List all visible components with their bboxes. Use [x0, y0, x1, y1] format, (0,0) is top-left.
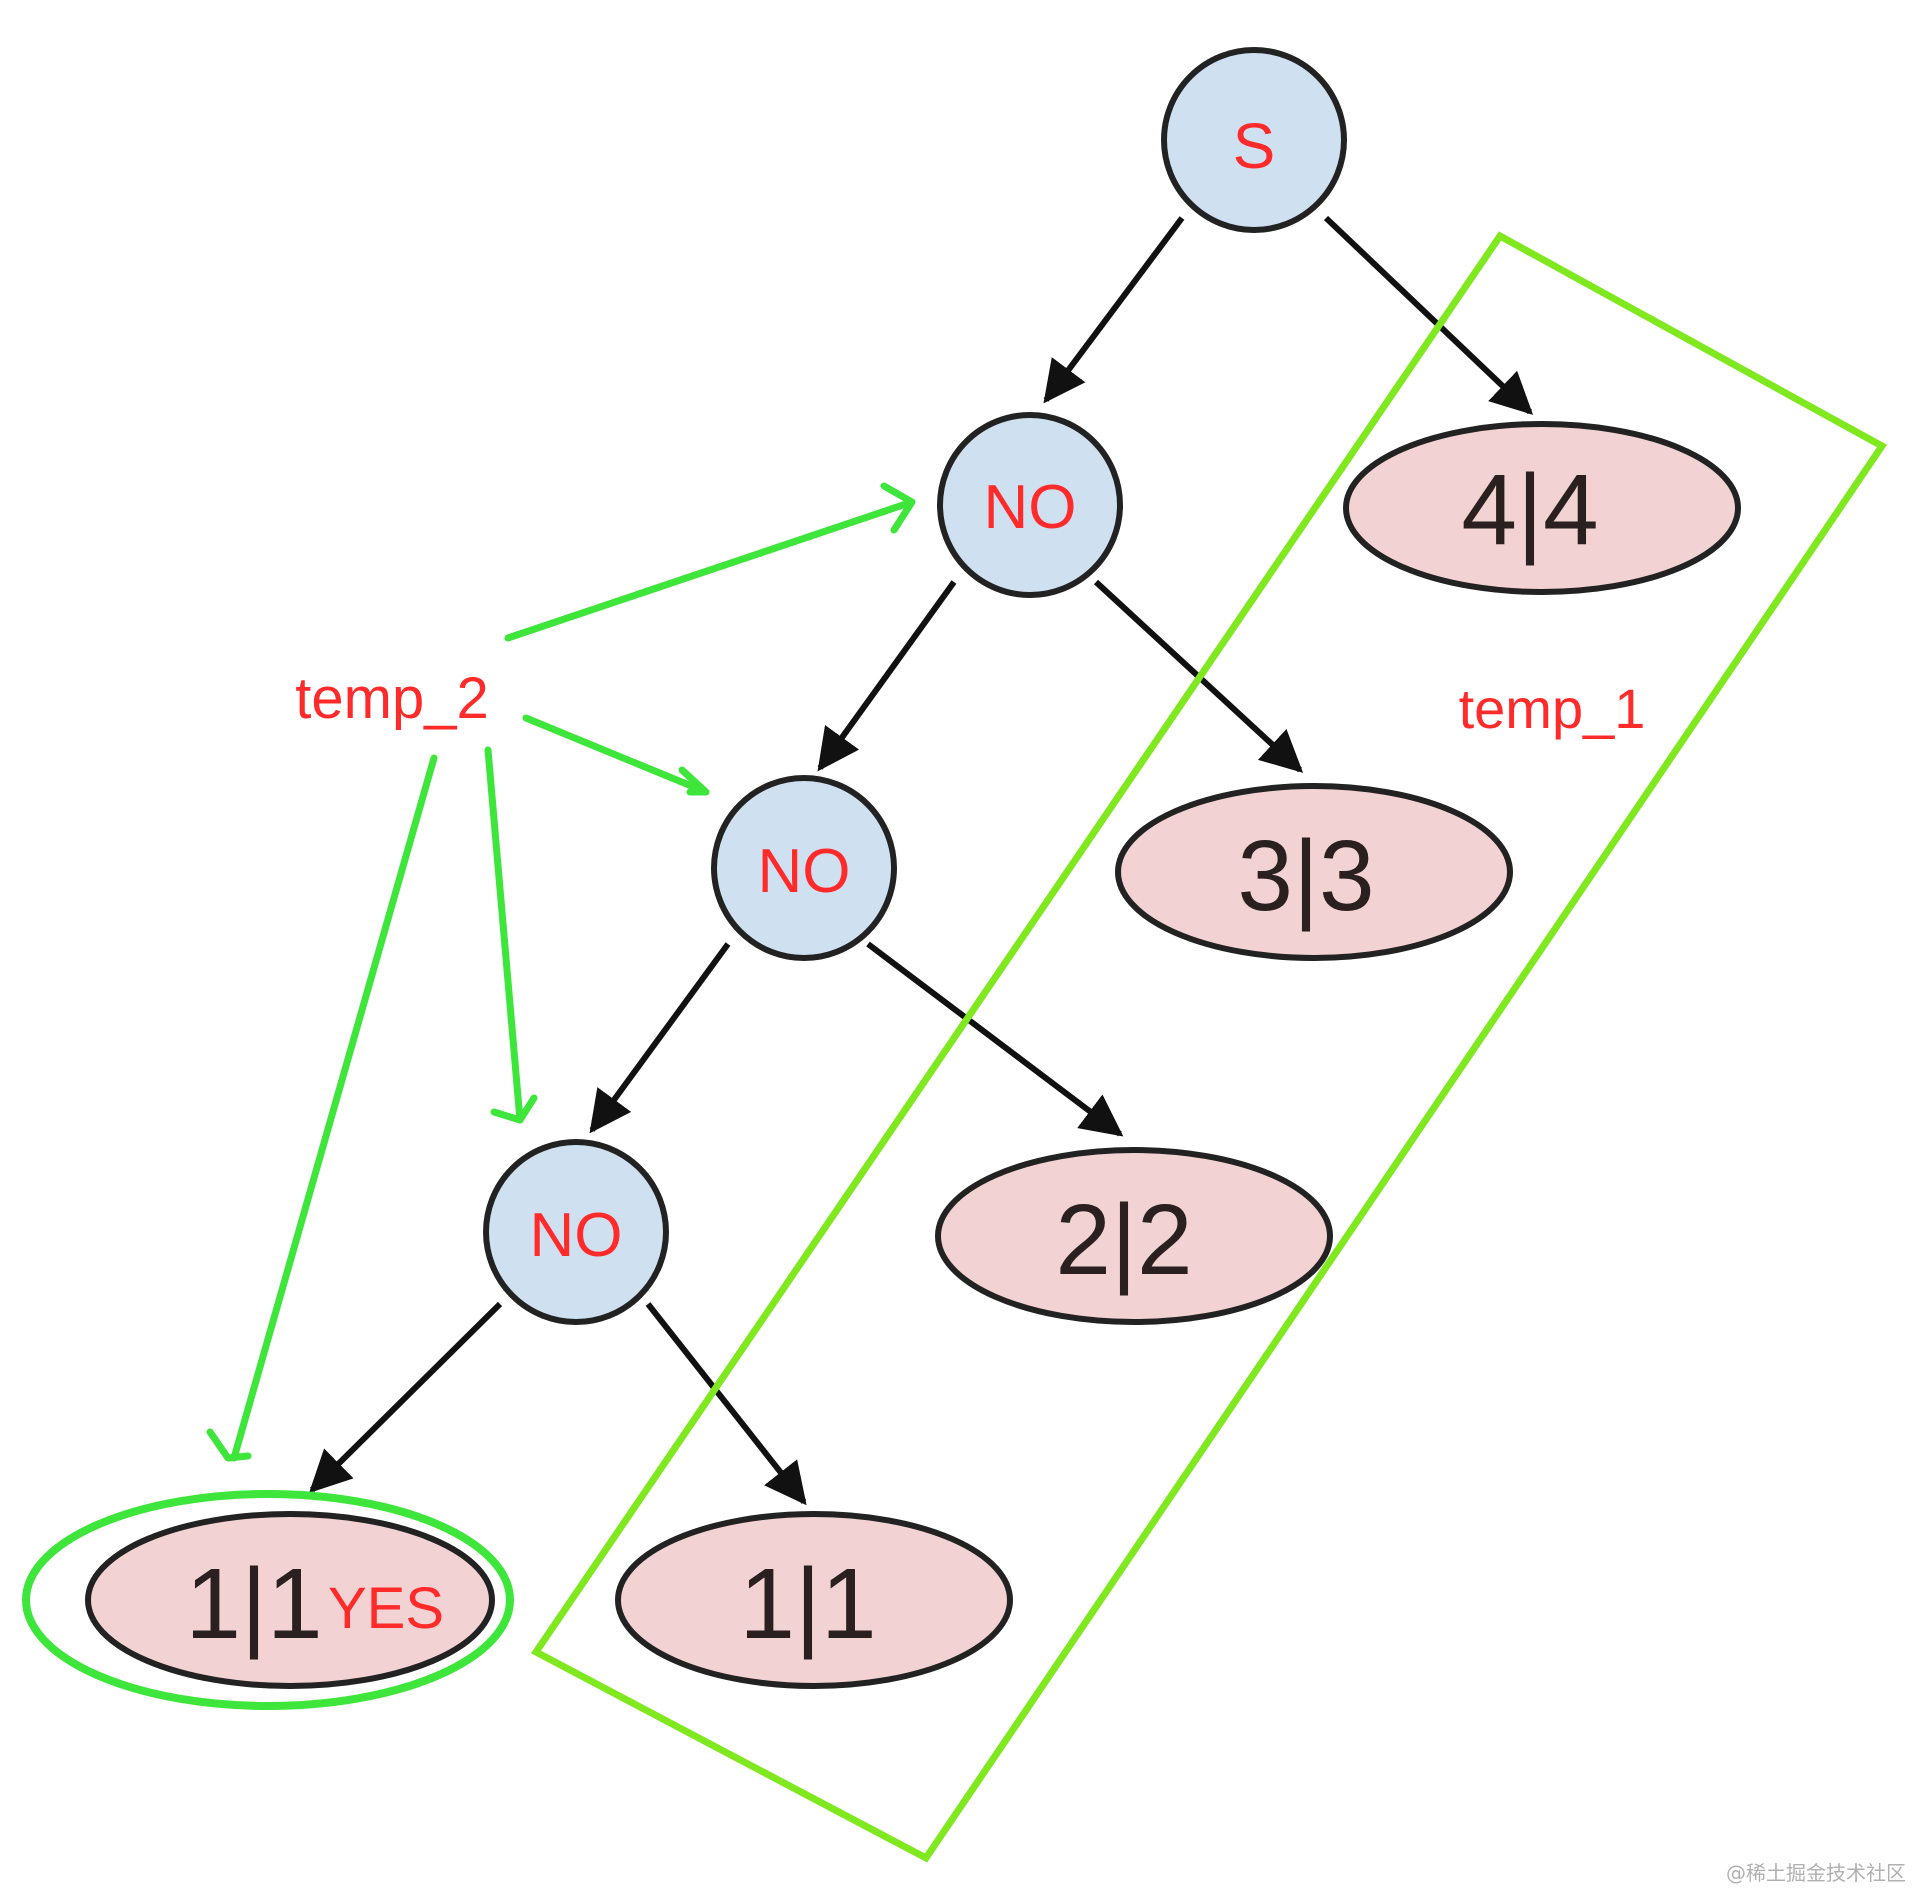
- edge-no1-no2: [817, 580, 957, 772]
- node-no2-label: NO: [758, 837, 851, 906]
- node-no2-shape: [711, 775, 897, 961]
- tree-edges: [309, 215, 1534, 1506]
- node-no1: NO: [937, 412, 1123, 598]
- temp-2-arrow-to-yes-leaf: [206, 754, 438, 1462]
- leaf-11-left: 1|1: [85, 1511, 495, 1689]
- leaf-44-shape: [1343, 421, 1741, 595]
- leaf-33: 3|3: [1115, 783, 1513, 961]
- leaf-33-shape: [1115, 783, 1513, 961]
- leaf-11-right-label: 1|1: [739, 1548, 876, 1660]
- node-no1-label: NO: [984, 473, 1077, 542]
- temp-2-label: temp_2: [295, 666, 488, 731]
- leaf-33-label: 3|3: [1237, 820, 1374, 932]
- edge-root-leaf44: [1323, 215, 1534, 415]
- yes-label: YES: [328, 1576, 444, 1641]
- temp-2-arrow-to-no1: [504, 482, 916, 642]
- leaf-22-shape: [935, 1147, 1333, 1325]
- node-root: S: [1161, 47, 1347, 233]
- leaf-44: 4|4: [1343, 421, 1741, 595]
- edge-no2-leaf22: [866, 941, 1124, 1137]
- temp-1-label: temp_1: [1459, 677, 1646, 740]
- temp-1-highlight-box: [530, 231, 1888, 1863]
- leaf-44-label: 4|4: [1461, 454, 1598, 566]
- edge-root-no1: [1043, 216, 1185, 404]
- leaf-22-label: 2|2: [1055, 1184, 1192, 1296]
- watermark: @稀土掘金技术社区: [1726, 1861, 1906, 1885]
- leaf-11-right: 1|1: [615, 1511, 1013, 1689]
- edge-no3-leaf11a: [309, 1301, 503, 1493]
- leaf-11-right-shape: [615, 1511, 1013, 1689]
- node-root-label: S: [1233, 110, 1276, 182]
- temp-2-arrow-to-no2: [522, 714, 710, 796]
- leaf-11-left-shape: [85, 1511, 495, 1689]
- temp-2-arrow-to-no3: [484, 746, 538, 1124]
- node-no3-shape: [483, 1139, 669, 1325]
- node-no1-shape: [937, 412, 1123, 598]
- temp-2-arrows: [206, 482, 916, 1462]
- edge-no2-no3: [589, 942, 731, 1134]
- yes-highlight-ring: [22, 1490, 514, 1710]
- node-root-shape: [1161, 47, 1347, 233]
- node-no2: NO: [711, 775, 897, 961]
- leaf-22: 2|2: [935, 1147, 1333, 1325]
- edge-no3-leaf11b: [645, 1302, 807, 1506]
- leaf-11-left-label: 1|1: [185, 1548, 322, 1660]
- node-no3: NO: [483, 1139, 669, 1325]
- node-no3-label: NO: [530, 1201, 623, 1270]
